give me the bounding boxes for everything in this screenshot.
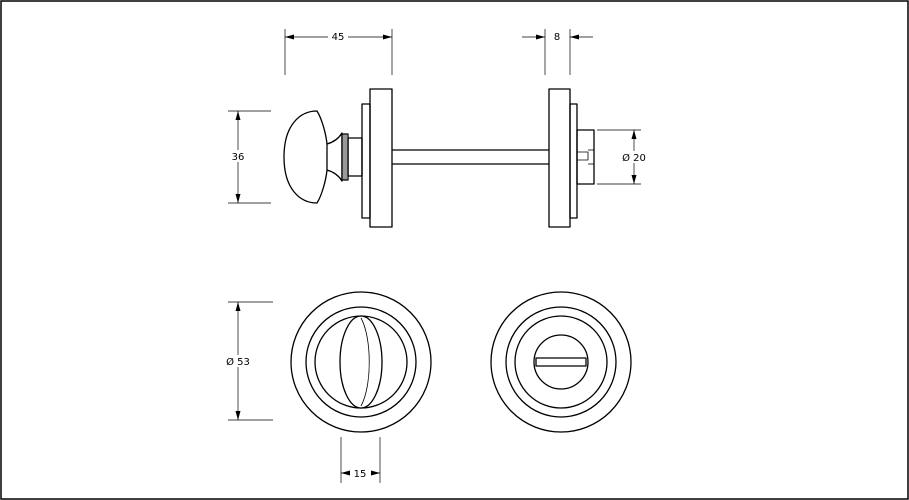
left-rose-inner [361, 103, 371, 219]
release-rose-outer [490, 291, 632, 433]
dimension-diameter-53-label: Ø 53 [226, 356, 250, 368]
right-rose-inner [569, 103, 578, 219]
side-view [283, 88, 595, 228]
front-view-turn [290, 291, 432, 433]
turn-knob-face [339, 315, 383, 409]
dimension-15-label: 15 [354, 469, 367, 480]
release-indicator-disc [533, 334, 589, 390]
left-rose-plate [369, 88, 393, 228]
right-rose-plate [548, 88, 571, 228]
release-coin-slot [535, 357, 587, 367]
dimension-8-label: 8 [554, 32, 560, 43]
dimension-diameter-53: Ø 53 [224, 301, 273, 421]
turn-knob-head [283, 110, 328, 204]
release-rose-ring-2 [514, 315, 608, 409]
release-slot [577, 151, 589, 161]
release-indicator [576, 129, 595, 185]
turn-knob-shading [360, 317, 370, 407]
front-view-release [490, 291, 632, 433]
dimension-15: 15 [340, 437, 381, 483]
dimension-36-label: 36 [232, 152, 245, 163]
knob-collar [341, 133, 349, 181]
dimension-8: 8 [522, 29, 593, 75]
dimension-36: 36 [228, 110, 271, 204]
dimension-diameter-20-label: Ø 20 [622, 152, 646, 164]
turn-knob-neck [326, 132, 343, 182]
dimension-45: 45 [284, 29, 393, 75]
release-rose-ring-1 [505, 306, 617, 418]
turn-rose-ring-1 [305, 306, 417, 418]
dimension-45-label: 45 [332, 32, 345, 43]
turn-rose-outer [290, 291, 432, 433]
knob-spindle-sleeve [347, 137, 363, 177]
dimension-diameter-20: Ø 20 [597, 129, 648, 185]
